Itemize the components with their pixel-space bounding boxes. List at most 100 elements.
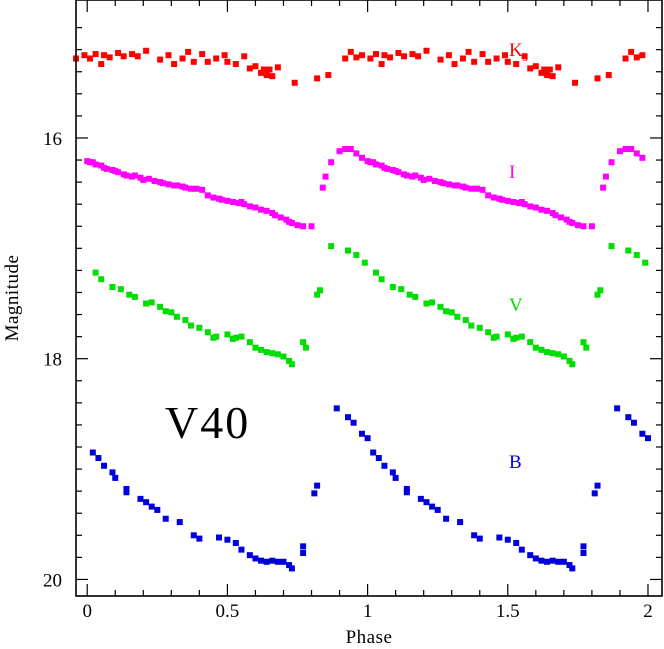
data-point-ks	[134, 53, 141, 60]
data-point-b	[333, 405, 340, 412]
data-point-b	[560, 558, 567, 565]
data-point-ks	[465, 48, 472, 55]
data-point-b	[258, 557, 265, 564]
data-point-b	[381, 462, 388, 469]
data-point-ks	[221, 52, 228, 59]
data-point-i	[527, 203, 534, 210]
data-point-i	[263, 207, 270, 214]
data-point-ks	[549, 73, 556, 80]
data-point-i	[462, 184, 469, 191]
data-point-b	[527, 552, 534, 559]
data-point-v	[555, 351, 562, 358]
data-point-b	[457, 519, 464, 526]
data-point-b	[314, 482, 321, 489]
data-point-ks	[101, 52, 108, 59]
data-point-b	[434, 506, 441, 513]
data-point-ks	[185, 48, 192, 55]
data-point-v	[454, 313, 461, 320]
data-point-v	[437, 303, 444, 310]
data-point-ks	[572, 79, 579, 86]
data-point-v	[173, 313, 180, 320]
data-point-v	[566, 357, 573, 364]
data-point-i	[92, 161, 99, 168]
data-point-b	[403, 489, 410, 496]
x-tick-label: 2	[643, 601, 653, 622]
data-point-v	[143, 300, 150, 307]
data-point-i	[241, 201, 248, 208]
data-point-v	[162, 308, 169, 315]
data-point-ks	[622, 55, 629, 62]
data-point-ks	[129, 51, 136, 58]
data-point-b	[625, 414, 632, 421]
data-point-ks	[353, 54, 360, 61]
data-point-b	[274, 558, 281, 565]
data-point-b	[112, 474, 119, 481]
data-point-b	[580, 543, 587, 550]
data-point-v	[544, 349, 551, 356]
data-point-v	[642, 259, 649, 266]
data-point-v	[476, 324, 483, 331]
data-point-ks	[628, 48, 635, 55]
data-point-b	[644, 435, 651, 442]
data-point-ks	[633, 54, 640, 61]
data-point-ks	[115, 49, 122, 56]
series-i	[84, 146, 646, 230]
data-point-ks	[423, 47, 430, 54]
data-point-v	[168, 309, 175, 316]
data-point-ks	[445, 52, 452, 59]
data-point-v	[157, 303, 164, 310]
data-point-v	[549, 350, 556, 357]
data-point-v	[493, 333, 500, 340]
data-point-ks	[347, 48, 354, 55]
data-point-ks	[252, 63, 259, 70]
data-point-v	[204, 329, 211, 336]
data-point-v	[232, 334, 239, 341]
data-point-v	[238, 333, 245, 340]
data-point-i	[574, 222, 581, 229]
data-point-v	[538, 346, 545, 353]
data-point-b	[190, 532, 197, 539]
data-point-b	[280, 558, 287, 565]
data-point-i	[145, 175, 152, 182]
data-point-v	[423, 300, 430, 307]
data-point-ks	[544, 72, 551, 79]
data-point-ks	[224, 58, 231, 65]
data-point-ks	[269, 73, 276, 80]
data-point-b	[109, 469, 116, 476]
data-point-ks	[263, 72, 270, 79]
data-point-v	[429, 299, 436, 306]
data-point-ks	[157, 56, 164, 63]
data-point-b	[143, 499, 150, 506]
data-point-b	[504, 536, 511, 543]
data-point-v	[92, 269, 99, 276]
data-point-i	[159, 180, 166, 187]
data-point-b	[403, 485, 410, 492]
data-point-v	[485, 329, 492, 336]
data-point-ks	[367, 55, 374, 62]
data-point-b	[614, 405, 621, 412]
data-point-ks	[232, 61, 239, 68]
data-point-b	[471, 532, 478, 539]
data-point-ks	[325, 72, 332, 79]
data-point-i	[165, 181, 172, 188]
data-point-ks	[387, 54, 394, 61]
data-point-i	[246, 203, 253, 210]
data-point-b	[196, 535, 203, 542]
data-point-v	[560, 353, 567, 360]
data-point-i	[485, 192, 492, 199]
data-point-i	[336, 148, 343, 155]
data-point-v	[302, 344, 309, 351]
data-point-ks	[415, 53, 422, 60]
data-point-i	[308, 223, 315, 230]
data-point-b	[263, 558, 270, 565]
data-point-i	[499, 196, 506, 203]
data-point-b	[513, 540, 520, 547]
data-point-i	[342, 146, 349, 152]
data-points	[73, 47, 651, 572]
data-point-v	[443, 308, 450, 315]
data-point-v	[344, 247, 351, 254]
band-label-b: B	[509, 452, 522, 473]
data-point-i	[616, 148, 623, 155]
data-point-i	[319, 184, 326, 191]
data-point-b	[429, 503, 436, 510]
